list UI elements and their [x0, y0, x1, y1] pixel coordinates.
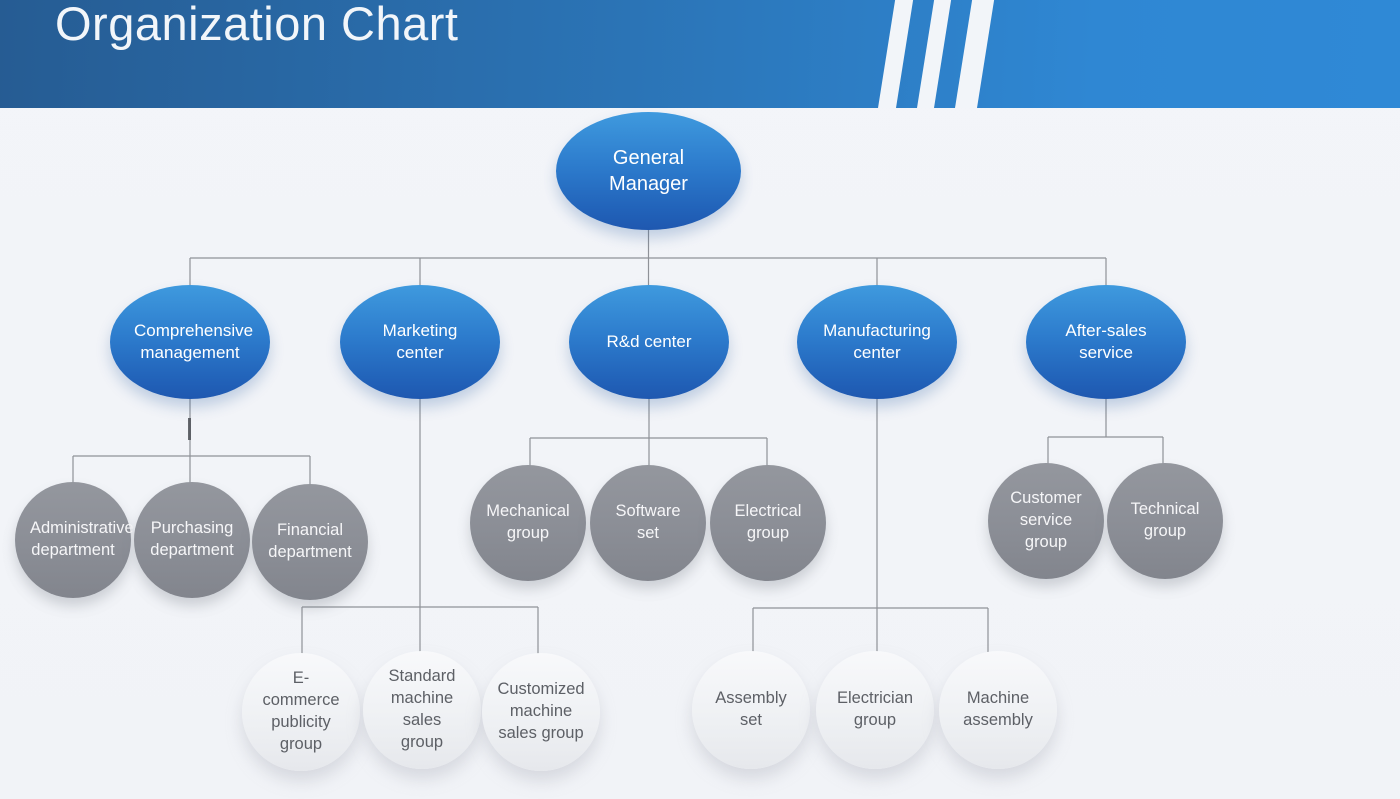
node-assembly-set[interactable]: Assembly set: [692, 651, 810, 769]
node-label: Marketing center: [382, 320, 458, 362]
node-label: Comprehensive management: [134, 320, 254, 362]
node-manufacturing-center[interactable]: Manufacturing center: [797, 285, 957, 399]
node-label: Technical group: [1130, 500, 1200, 540]
node-label: Electrical group: [734, 502, 802, 542]
node-label: Administrative department: [30, 519, 134, 559]
node-after-sales-service[interactable]: After-sales service: [1026, 285, 1186, 399]
connector-manufacturing-children: [752, 398, 989, 652]
node-label: Standard machine sales group: [388, 667, 456, 751]
node-label: General Manager: [609, 146, 688, 195]
node-purchasing-department[interactable]: Purchasing department: [134, 482, 250, 598]
node-electrician-group[interactable]: Electrician group: [816, 651, 934, 769]
node-software-set[interactable]: Software set: [590, 465, 706, 581]
connector-marketing-children: [301, 398, 539, 654]
connector-root-to-level2: [189, 230, 1107, 287]
node-electrical-group[interactable]: Electrical group: [710, 465, 826, 581]
node-standard-machine-sales-group[interactable]: Standard machine sales group: [363, 651, 481, 769]
node-label: Assembly set: [715, 689, 787, 729]
node-comprehensive-management[interactable]: Comprehensive management: [110, 285, 270, 399]
node-general-manager[interactable]: General Manager: [556, 112, 741, 230]
connector-aftersales-children: [1047, 398, 1164, 464]
node-financial-department[interactable]: Financial department: [252, 484, 368, 600]
node-label: Customized machine sales group: [497, 680, 585, 742]
node-customized-machine-sales-group[interactable]: Customized machine sales group: [482, 653, 600, 771]
node-technical-group[interactable]: Technical group: [1107, 463, 1223, 579]
connector-comprehensive-children: [72, 398, 311, 485]
node-label: Electrician group: [836, 689, 914, 729]
node-ecommerce-publicity-group[interactable]: E-commerce publicity group: [242, 653, 360, 771]
node-label: R&d center: [606, 331, 692, 351]
page-title: Organization Chart: [55, 0, 459, 50]
node-label: Purchasing department: [150, 519, 234, 559]
node-customer-service-group[interactable]: Customer service group: [988, 463, 1104, 579]
node-marketing-center[interactable]: Marketing center: [340, 285, 500, 399]
node-label: Machine assembly: [963, 689, 1033, 729]
node-label: Software set: [615, 502, 681, 542]
node-administrative-department[interactable]: Administrative department: [15, 482, 134, 598]
node-mechanical-group[interactable]: Mechanical group: [470, 465, 586, 581]
node-label: After-sales service: [1065, 320, 1147, 362]
node-label: Financial department: [268, 521, 352, 561]
node-label: Mechanical group: [486, 502, 570, 542]
node-label: Customer service group: [1010, 489, 1082, 551]
node-rd-center[interactable]: R&d center: [569, 285, 729, 399]
node-label: Manufacturing center: [823, 320, 931, 362]
header-banner: Organization Chart: [0, 0, 1400, 108]
connector-rd-children: [529, 398, 768, 466]
node-label: E-commerce publicity group: [262, 669, 340, 753]
node-machine-assembly[interactable]: Machine assembly: [939, 651, 1057, 769]
text-caret-artifact: [188, 418, 191, 440]
